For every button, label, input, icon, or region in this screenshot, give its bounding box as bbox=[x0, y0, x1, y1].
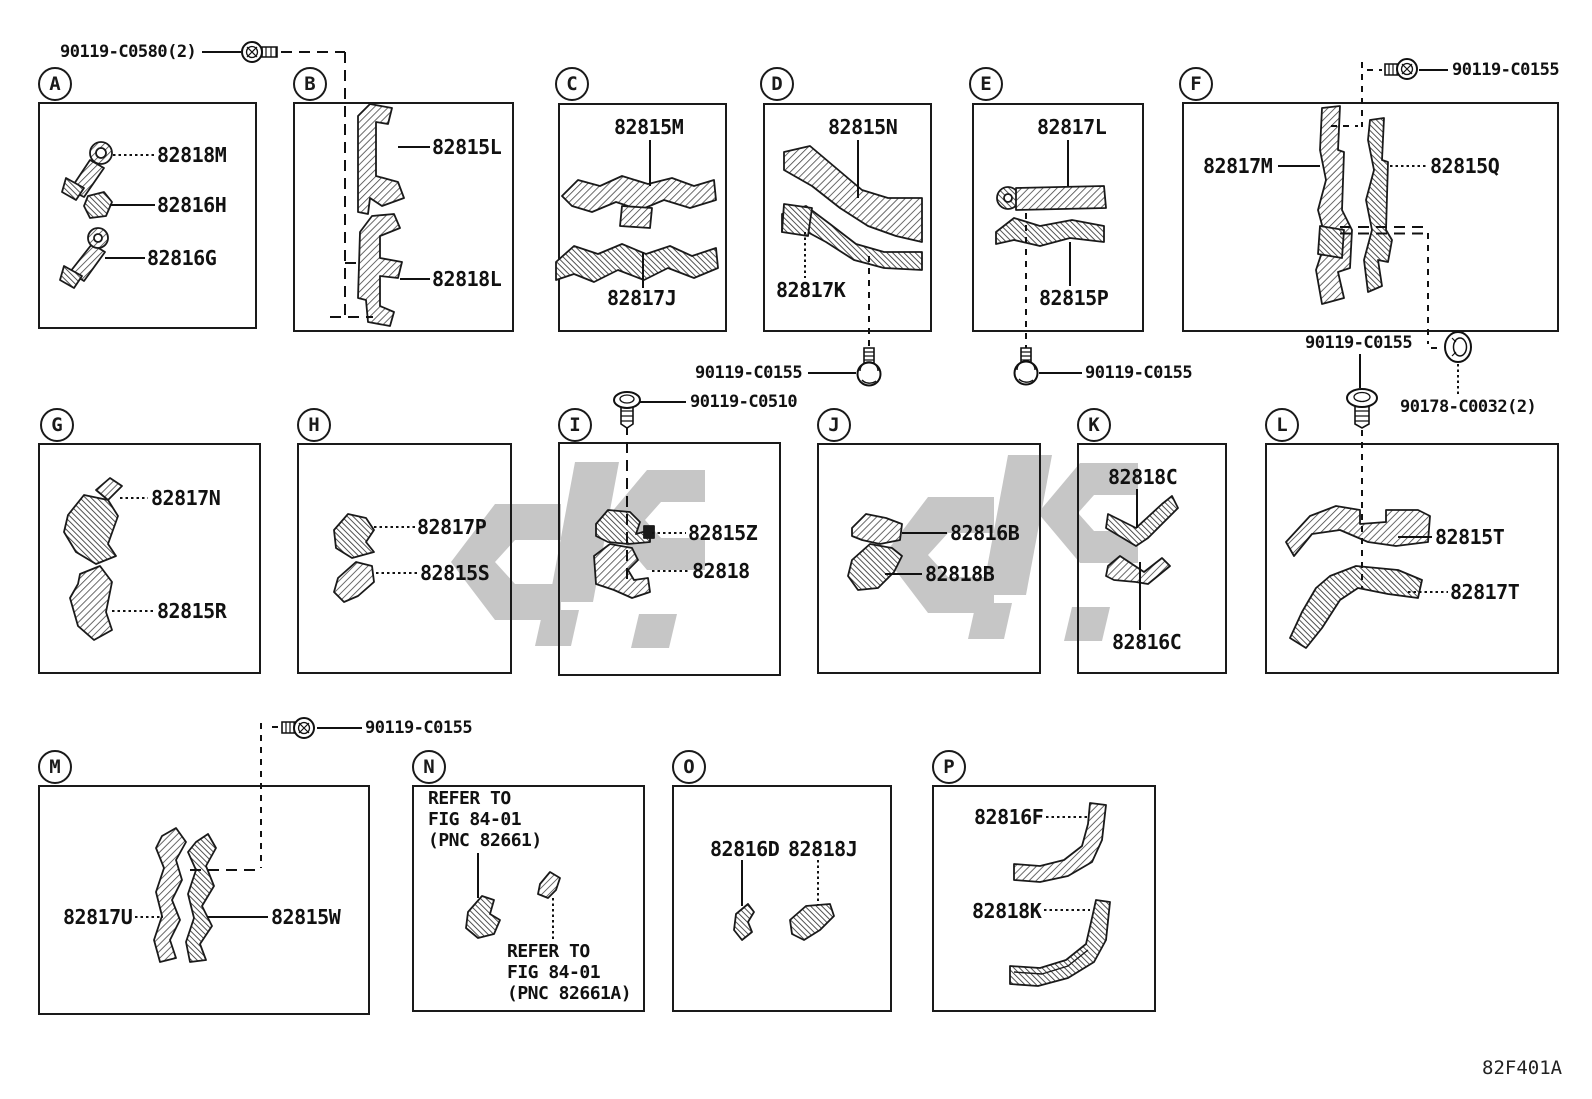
part-label-82817U: 82817U bbox=[63, 905, 133, 929]
fastener-label-c0155-m: 90119-C0155 bbox=[365, 718, 473, 738]
section-letter-d: D bbox=[760, 67, 794, 101]
section-letter-a: A bbox=[38, 67, 72, 101]
box-d bbox=[763, 103, 932, 332]
fastener-label-c0155-f-bottom: 90119-C0155 bbox=[1305, 333, 1413, 353]
box-h bbox=[297, 443, 512, 674]
part-label-82816H: 82816H bbox=[157, 193, 227, 217]
section-letter-o: O bbox=[672, 750, 706, 784]
part-label-82815N: 82815N bbox=[828, 115, 898, 139]
fastener-label-c0155-f-top: 90119-C0155 bbox=[1452, 60, 1560, 80]
part-label-82818M: 82818M bbox=[157, 143, 227, 167]
box-f bbox=[1182, 102, 1559, 332]
note-refer-82661-line1: REFER TO bbox=[428, 788, 511, 809]
fastener-label-c0580: 90119-C0580(2) bbox=[60, 42, 197, 62]
box-e bbox=[972, 103, 1144, 332]
fastener-label-c0510: 90119-C0510 bbox=[690, 392, 798, 412]
part-label-82816D: 82816D bbox=[710, 837, 780, 861]
box-k bbox=[1077, 443, 1227, 674]
box-o bbox=[672, 785, 892, 1012]
part-label-82818J: 82818J bbox=[788, 837, 858, 861]
box-c bbox=[558, 103, 727, 332]
note-refer-82661-line3: (PNC 82661) bbox=[428, 830, 542, 851]
section-letter-l: L bbox=[1265, 408, 1299, 442]
note-refer-82661A-line1: REFER TO bbox=[507, 941, 590, 962]
section-letter-b: B bbox=[293, 67, 327, 101]
box-l bbox=[1265, 443, 1559, 674]
section-letter-h: H bbox=[297, 408, 331, 442]
section-letter-g: G bbox=[40, 408, 74, 442]
part-label-82815T: 82815T bbox=[1435, 525, 1505, 549]
box-i bbox=[558, 442, 781, 676]
box-a bbox=[38, 102, 257, 329]
fastener-label-c0155-e: 90119-C0155 bbox=[1085, 363, 1193, 383]
section-letter-e: E bbox=[969, 67, 1003, 101]
section-letter-j: J bbox=[817, 408, 851, 442]
watermark-glyph-group-left bbox=[451, 462, 705, 648]
part-label-82818B: 82818B bbox=[925, 562, 995, 586]
part-label-82818L: 82818L bbox=[432, 267, 502, 291]
part-label-82817N: 82817N bbox=[151, 486, 221, 510]
part-label-82815W: 82815W bbox=[271, 905, 341, 929]
figure-code: 82F401A bbox=[1482, 1057, 1563, 1079]
part-label-82817K: 82817K bbox=[776, 278, 846, 302]
box-g bbox=[38, 443, 261, 674]
box-b bbox=[293, 102, 514, 332]
part-label-82817J: 82817J bbox=[607, 286, 677, 310]
part-label-82815S: 82815S bbox=[420, 561, 490, 585]
part-label-82817M: 82817M bbox=[1203, 154, 1273, 178]
part-label-82816F: 82816F bbox=[974, 805, 1044, 829]
part-label-82815L: 82815L bbox=[432, 135, 502, 159]
part-label-82816B: 82816B bbox=[950, 521, 1020, 545]
part-label-82817P: 82817P bbox=[417, 515, 487, 539]
part-label-82815P: 82815P bbox=[1039, 286, 1109, 310]
note-refer-82661-line2: FIG 84-01 bbox=[428, 809, 522, 830]
part-label-82818: 82818 bbox=[692, 559, 750, 583]
section-letter-p: P bbox=[932, 750, 966, 784]
part-label-82818K: 82818K bbox=[972, 899, 1042, 923]
part-label-82815Q: 82815Q bbox=[1430, 154, 1500, 178]
note-refer-82661A-line2: FIG 84-01 bbox=[507, 962, 601, 983]
section-letter-m: M bbox=[38, 750, 72, 784]
fastener-label-c0155-d: 90119-C0155 bbox=[695, 363, 803, 383]
part-label-82816C: 82816C bbox=[1112, 630, 1182, 654]
fastener-label-c0032: 90178-C0032(2) bbox=[1400, 397, 1537, 417]
part-label-82817L: 82817L bbox=[1037, 115, 1107, 139]
note-refer-82661A-line3: (PNC 82661A) bbox=[507, 983, 632, 1004]
part-label-82815M: 82815M bbox=[614, 115, 684, 139]
section-letter-k: K bbox=[1077, 408, 1111, 442]
section-letter-n: N bbox=[412, 750, 446, 784]
box-m bbox=[38, 785, 370, 1015]
box-n bbox=[412, 785, 645, 1012]
box-p bbox=[932, 785, 1156, 1012]
section-letter-i: I bbox=[558, 408, 592, 442]
part-label-82817T: 82817T bbox=[1450, 580, 1520, 604]
part-label-82815R: 82815R bbox=[157, 599, 227, 623]
part-label-82816G: 82816G bbox=[147, 246, 217, 270]
part-label-82815Z: 82815Z bbox=[688, 521, 758, 545]
section-letter-f: F bbox=[1179, 67, 1213, 101]
section-letter-c: C bbox=[555, 67, 589, 101]
part-label-82818C: 82818C bbox=[1108, 465, 1178, 489]
box-j bbox=[817, 443, 1041, 674]
